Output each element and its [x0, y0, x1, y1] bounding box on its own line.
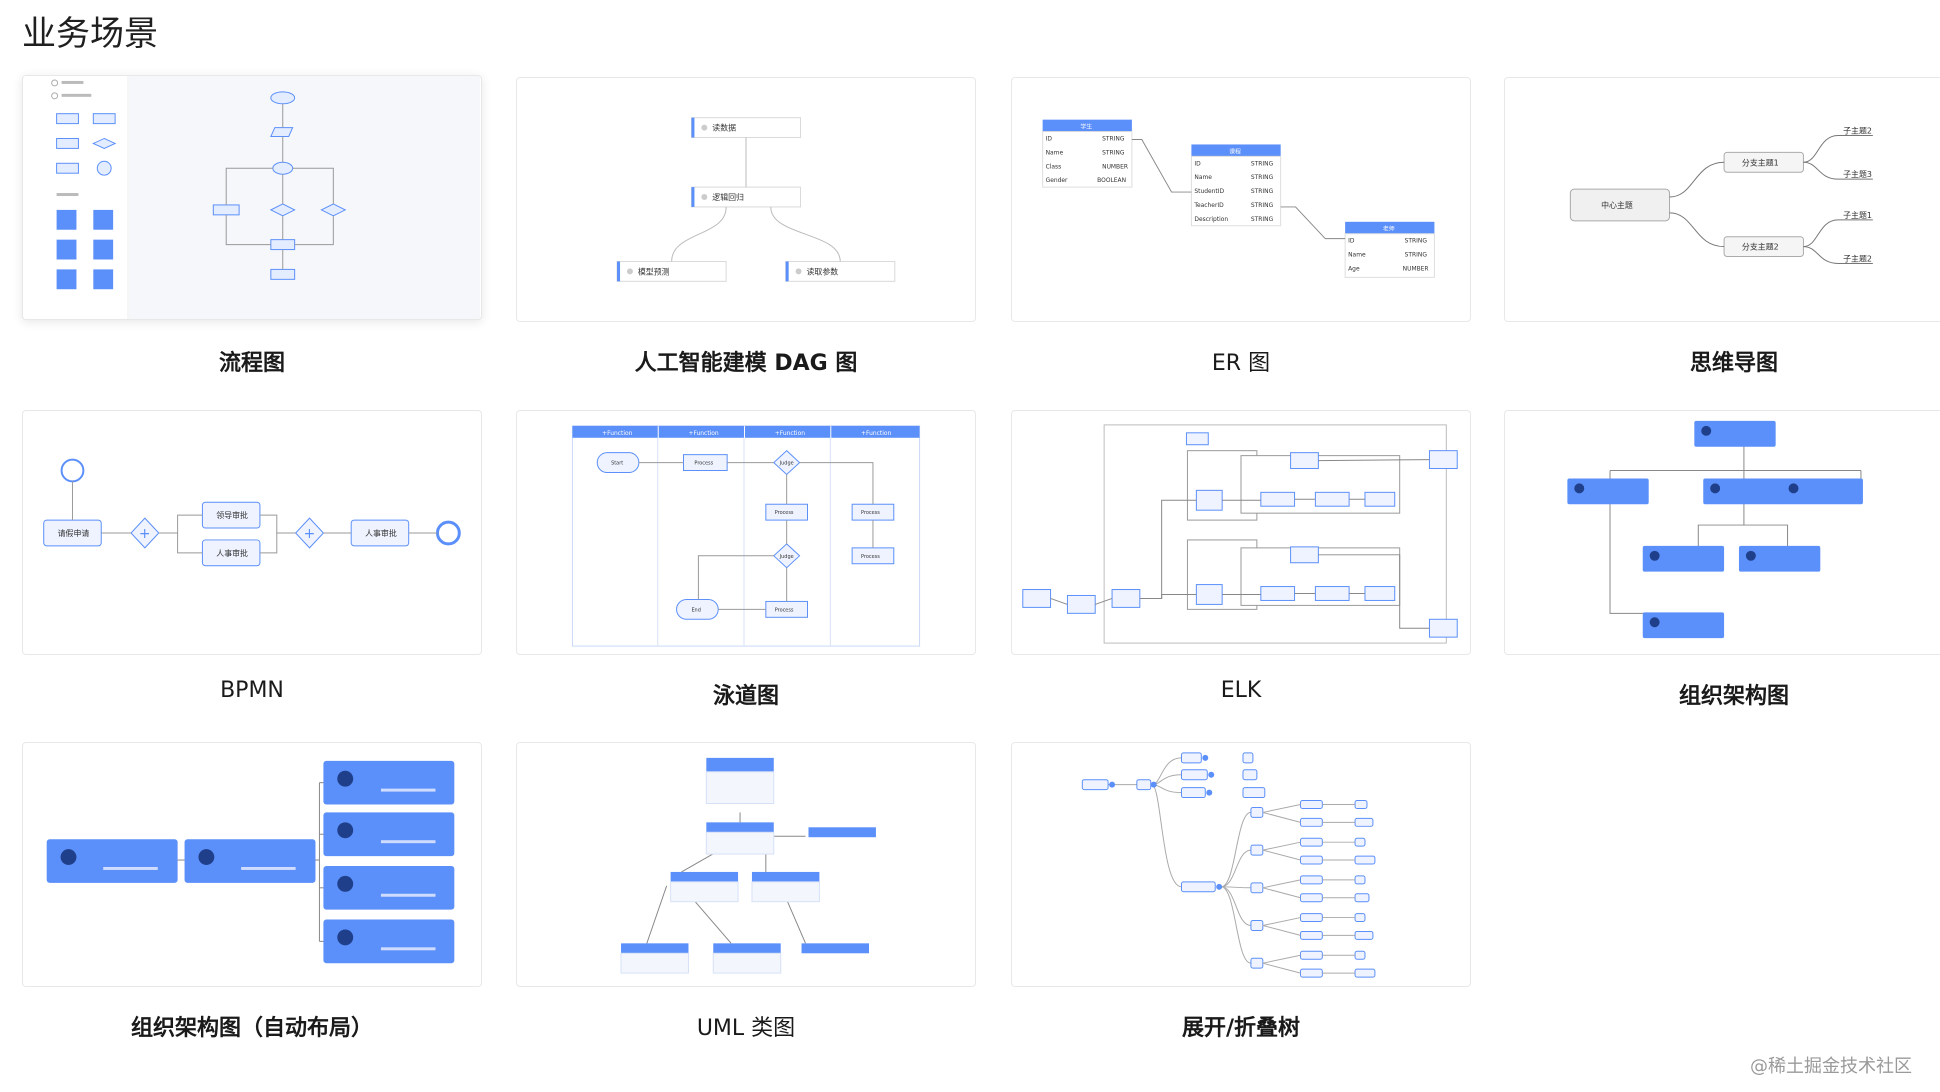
swimlane-lane-header-4: +Function — [861, 430, 891, 437]
bpmn-task-3: 人事审批 — [216, 548, 248, 558]
card-dag[interactable]: 读数据 逻辑回归 模型预测 读取参数 — [516, 77, 976, 322]
tree-thumbnail — [1081, 752, 1376, 978]
svg-text:Age: Age — [1348, 265, 1360, 272]
card-flowchart[interactable] — [22, 75, 482, 320]
dag-thumbnail: 读数据 逻辑回归 模型预测 读取参数 — [616, 117, 896, 282]
er-teacher-title: 老师 — [1383, 225, 1395, 233]
svg-text:Gender: Gender — [1046, 177, 1068, 184]
caption-elk: ELK — [1220, 678, 1262, 703]
svg-text:NUMBER: NUMBER — [1102, 163, 1128, 170]
flowchart-thumbnail — [23, 76, 481, 319]
caption-orgchart-auto: 组织架构图（自动布局） — [130, 1016, 373, 1041]
svg-text:Name: Name — [1046, 149, 1064, 156]
svg-text:STRING: STRING — [1102, 135, 1125, 142]
page-title: 业务场景 — [22, 14, 158, 54]
caption-uml: UML 类图 — [696, 1016, 796, 1041]
swimlane-lane-header-3: +Function — [775, 430, 805, 437]
svg-text:BOOLEAN: BOOLEAN — [1097, 177, 1126, 184]
svg-text:STRING: STRING — [1251, 216, 1274, 223]
card-bpmn[interactable]: 请假申请 + 领导审批 人事审批 + 人事审批 — [22, 410, 482, 655]
caption-orgchart: 组织架构图 — [1678, 684, 1789, 709]
svg-text:STRING: STRING — [1251, 202, 1274, 209]
mindmap-branch-2: 分支主题2 — [1742, 242, 1779, 252]
uml-thumbnail — [620, 757, 876, 974]
caption-flowchart: 流程图 — [218, 351, 285, 376]
er-course-title: 课程 — [1229, 147, 1241, 155]
svg-text:ID: ID — [1348, 238, 1355, 245]
bpmn-task-2: 领导审批 — [216, 510, 248, 520]
svg-text:TeacherID: TeacherID — [1193, 202, 1224, 209]
orgchart-thumbnail — [1567, 420, 1863, 639]
card-mindmap[interactable]: 中心主题 分支主题1 分支主题2 子主题2 子主题3 子主题1 子主题2 — [1504, 77, 1940, 322]
card-orgchart[interactable] — [1504, 410, 1940, 655]
mindmap-center: 中心主题 — [1601, 200, 1633, 210]
caption-er: ER 图 — [1211, 351, 1271, 376]
swimlane-lane-header-2: +Function — [688, 430, 718, 437]
swimlane-node-judge-2: Judge — [779, 554, 794, 560]
mindmap-leaf-2: 子主题3 — [1843, 169, 1872, 179]
swimlane-node-process-3: Process — [861, 510, 880, 516]
dag-node-2: 逻辑回归 — [712, 192, 744, 202]
svg-text:ID: ID — [1194, 160, 1201, 167]
card-swimlane[interactable]: +Function +Function +Function +Function … — [516, 410, 976, 655]
caption-mindmap: 思维导图 — [1689, 351, 1778, 376]
swimlane-thumbnail: +Function +Function +Function +Function … — [571, 425, 921, 647]
dag-node-1: 读数据 — [712, 123, 736, 133]
svg-text:STRING: STRING — [1405, 252, 1428, 259]
svg-text:STRING: STRING — [1251, 188, 1274, 195]
dag-node-3: 模型预测 — [638, 266, 670, 276]
caption-bpmn: BPMN — [220, 678, 284, 703]
mindmap-branch-1: 分支主题1 — [1742, 157, 1779, 167]
er-student-title: 学生 — [1080, 123, 1092, 131]
card-orgchart-auto[interactable] — [22, 742, 482, 987]
caption-tree: 展开/折叠树 — [1181, 1016, 1301, 1041]
mindmap-leaf-1: 子主题2 — [1843, 126, 1872, 136]
svg-text:STRING: STRING — [1102, 149, 1125, 156]
svg-text:+: + — [139, 526, 151, 542]
dag-node-4: 读取参数 — [807, 266, 839, 276]
card-tree[interactable] — [1011, 742, 1471, 987]
bpmn-task-4: 人事审批 — [365, 528, 397, 538]
swimlane-node-process-1: Process — [694, 461, 713, 467]
caption-swimlane: 泳道图 — [712, 684, 779, 709]
svg-text:ID: ID — [1046, 135, 1053, 142]
bpmn-task-1: 请假申请 — [58, 528, 90, 538]
svg-text:Description: Description — [1194, 216, 1228, 223]
mindmap-leaf-3: 子主题1 — [1843, 210, 1872, 220]
watermark: @稀土掘金技术社区 — [1750, 1056, 1912, 1077]
svg-text:STRING: STRING — [1405, 238, 1428, 245]
caption-dag: 人工智能建模 DAG 图 — [634, 351, 858, 376]
card-elk[interactable] — [1011, 410, 1471, 655]
bpmn-thumbnail: 请假申请 + 领导审批 人事审批 + 人事审批 — [43, 458, 461, 567]
swimlane-node-process-4: Process — [861, 554, 880, 560]
svg-text:StudentID: StudentID — [1194, 188, 1224, 195]
orgchart-auto-thumbnail — [46, 760, 455, 964]
svg-text:Name: Name — [1194, 174, 1212, 181]
mindmap-thumbnail: 中心主题 分支主题1 分支主题2 子主题2 子主题3 子主题1 子主题2 — [1569, 126, 1873, 264]
svg-text:+: + — [304, 526, 316, 542]
swimlane-node-start: Start — [611, 461, 623, 467]
svg-text:STRING: STRING — [1251, 174, 1274, 181]
svg-text:NUMBER: NUMBER — [1403, 265, 1429, 272]
swimlane-node-process-5: Process — [775, 607, 794, 613]
mindmap-leaf-4: 子主题2 — [1843, 253, 1872, 263]
swimlane-node-process-2: Process — [775, 510, 794, 516]
swimlane-lane-header-1: +Function — [602, 430, 632, 437]
svg-text:Name: Name — [1348, 252, 1366, 259]
elk-thumbnail — [1022, 424, 1458, 644]
svg-text:Class: Class — [1046, 163, 1062, 170]
svg-text:STRING: STRING — [1251, 160, 1274, 167]
card-uml[interactable] — [516, 742, 976, 987]
swimlane-node-end: End — [691, 607, 700, 613]
swimlane-node-judge-1: Judge — [779, 461, 794, 467]
